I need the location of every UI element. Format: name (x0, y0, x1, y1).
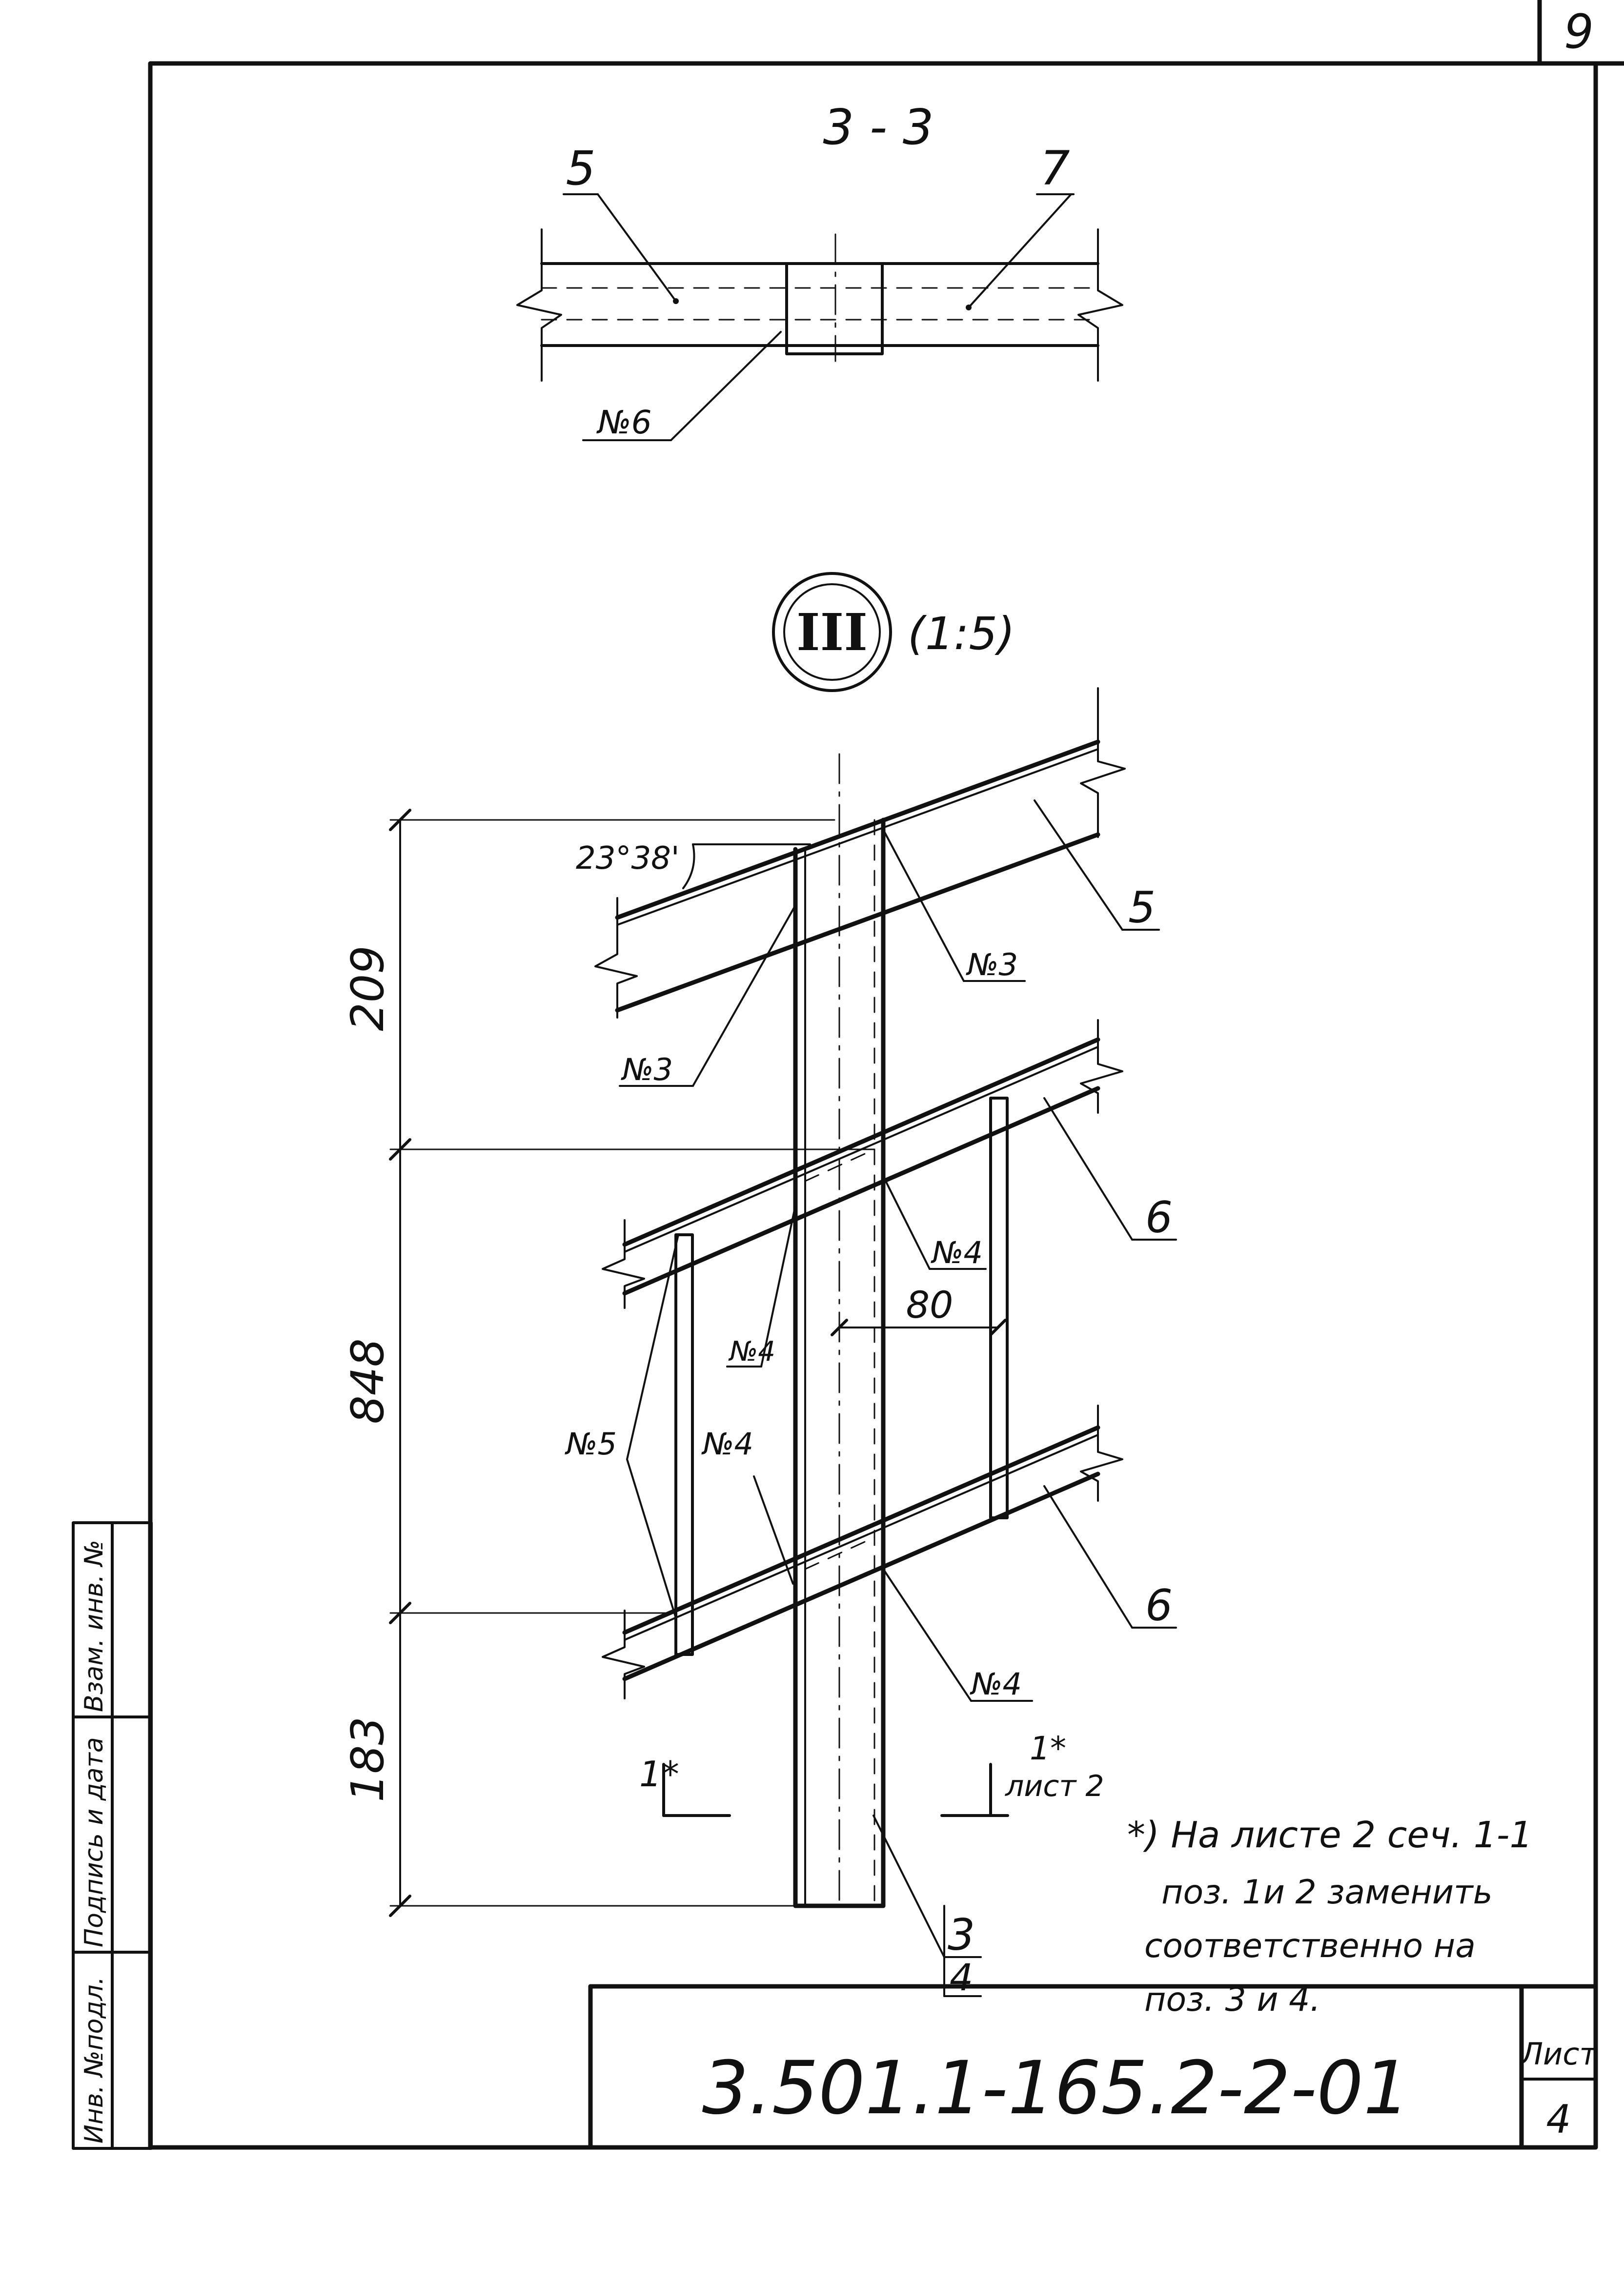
pos-low-beam: 6 (1145, 1580, 1173, 1631)
sheet-number: 4 (1546, 2097, 1571, 2142)
sheet-frame (148, 0, 1624, 2150)
weld-low-left: №4 (701, 1426, 753, 1462)
note-line-2: поз. 1и 2 заменить (1161, 1873, 1493, 1912)
section-mark-sheet: лист 2 (1005, 1769, 1104, 1803)
title-block (588, 1984, 1598, 2150)
pos-post-b: 4 (950, 1956, 973, 1999)
stamp-inventory-label: Инв. №подл. (80, 1977, 109, 2144)
section-3-3-drawing (516, 193, 1123, 441)
section-mark-left: 1* (639, 1754, 679, 1795)
section-mark-right: 1* (1030, 1730, 1066, 1767)
weld-low-right: №4 (970, 1666, 1022, 1702)
weld-stiffener: №5 (565, 1426, 617, 1462)
weld-top-right: №3 (966, 947, 1018, 982)
stamp-replacement-label: Взам. инв. № (80, 1540, 109, 1712)
pos-mid-beam: 6 (1145, 1192, 1173, 1243)
drawing-code: 3.501.1-165.2-2-01 (702, 2046, 1410, 2131)
note-line-4: поз. 3 и 4. (1144, 1981, 1320, 2019)
dim-183: 183 (342, 1716, 394, 1802)
weld-top-left: №3 (621, 1052, 673, 1087)
detail-angle-label: 23°38' (576, 840, 679, 877)
stamp-signature-label: Подпись и дата (80, 1737, 109, 1947)
detail-III-drawing (389, 687, 1177, 1997)
side-stamp (72, 1521, 153, 2150)
detail-marker (772, 572, 892, 692)
note-line-1: *) На листе 2 сеч. 1-1 (1127, 1814, 1533, 1856)
detail-scale: (1:5) (908, 608, 1015, 660)
section-3-3-title: 3 - 3 (823, 99, 934, 156)
section-pos-5: 5 (566, 141, 595, 196)
pos-post-a: 3 (948, 1910, 975, 1960)
dim-209: 209 (342, 945, 394, 1031)
weld-mid-left: №4 (728, 1336, 775, 1368)
dim-80: 80 (906, 1283, 954, 1327)
sheet-label: Лист (1519, 2036, 1598, 2072)
corner-sheet-number: 9 (1564, 4, 1594, 59)
pos-top-beam: 5 (1128, 882, 1156, 933)
section-pos-7: 7 (1040, 141, 1070, 196)
weld-mid-right: №4 (931, 1235, 983, 1270)
section-weld-6: №6 (596, 404, 652, 441)
note-line-3: соответственно на (1144, 1927, 1476, 1965)
dim-848: 848 (342, 1338, 394, 1424)
detail-marker-number: III (796, 602, 868, 662)
